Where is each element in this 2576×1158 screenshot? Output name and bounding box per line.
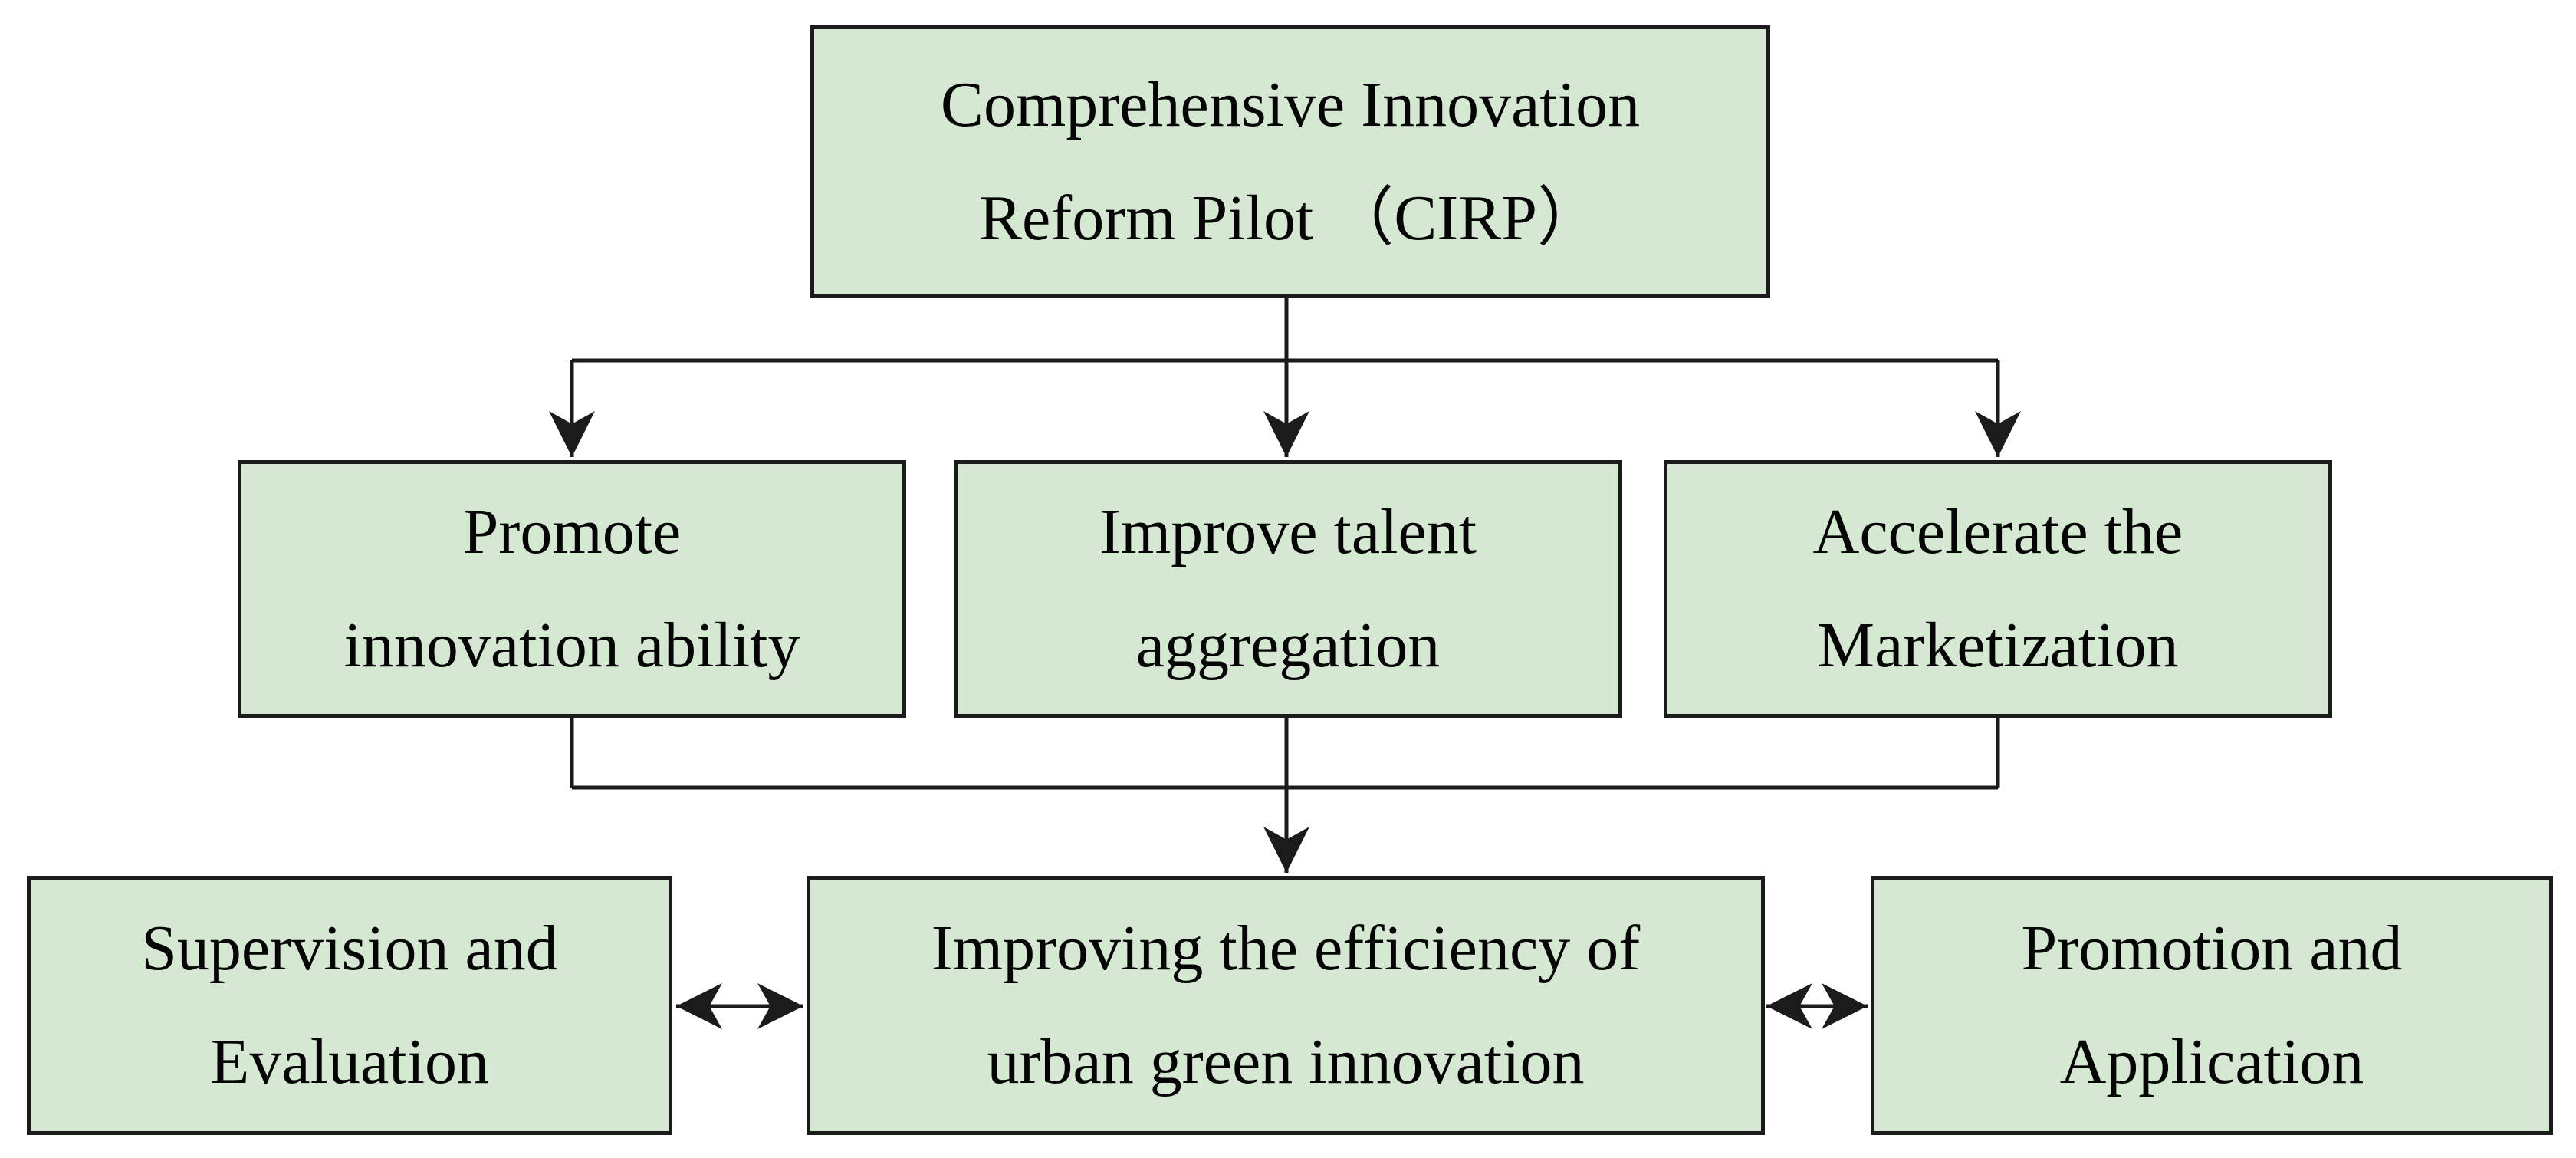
node-label-line: aggregation bbox=[1135, 610, 1441, 681]
node-promote-innovation-ability: Promote innovation ability bbox=[238, 460, 906, 718]
node-label-line: Marketization bbox=[1817, 610, 2179, 681]
node-comprehensive-innovation-reform-pilot: Comprehensive Innovation Reform Pilot （C… bbox=[810, 25, 1770, 298]
connector-top-to-middle bbox=[549, 298, 2021, 457]
node-promotion-and-application: Promotion and Application bbox=[1871, 876, 2553, 1135]
node-label-line: Application bbox=[2059, 1026, 2364, 1097]
node-improving-efficiency-urban-green-innovation: Improving the efficiency of urban green … bbox=[807, 876, 1765, 1135]
node-label-line: Improve talent bbox=[1099, 496, 1477, 568]
node-label-line: Supervision and bbox=[141, 913, 558, 985]
node-label-line: Accelerate the bbox=[1812, 496, 2183, 568]
node-label-line: Improving the efficiency of bbox=[931, 913, 1641, 985]
connector-middle-to-bottom bbox=[570, 718, 2000, 873]
node-label-line: Promotion and bbox=[2021, 913, 2403, 985]
node-label-line: urban green innovation bbox=[987, 1026, 1585, 1097]
node-label-line: Promote bbox=[462, 496, 682, 568]
node-label-line: innovation ability bbox=[343, 610, 800, 681]
node-label-line: Evaluation bbox=[210, 1026, 489, 1097]
node-accelerate-the-marketization: Accelerate the Marketization bbox=[1664, 460, 2332, 718]
node-label-line: Comprehensive Innovation bbox=[940, 68, 1641, 140]
node-label-line: Reform Pilot （CIRP） bbox=[978, 182, 1602, 254]
node-improve-talent-aggregation: Improve talent aggregation bbox=[954, 460, 1622, 718]
node-supervision-and-evaluation: Supervision and Evaluation bbox=[27, 876, 672, 1135]
